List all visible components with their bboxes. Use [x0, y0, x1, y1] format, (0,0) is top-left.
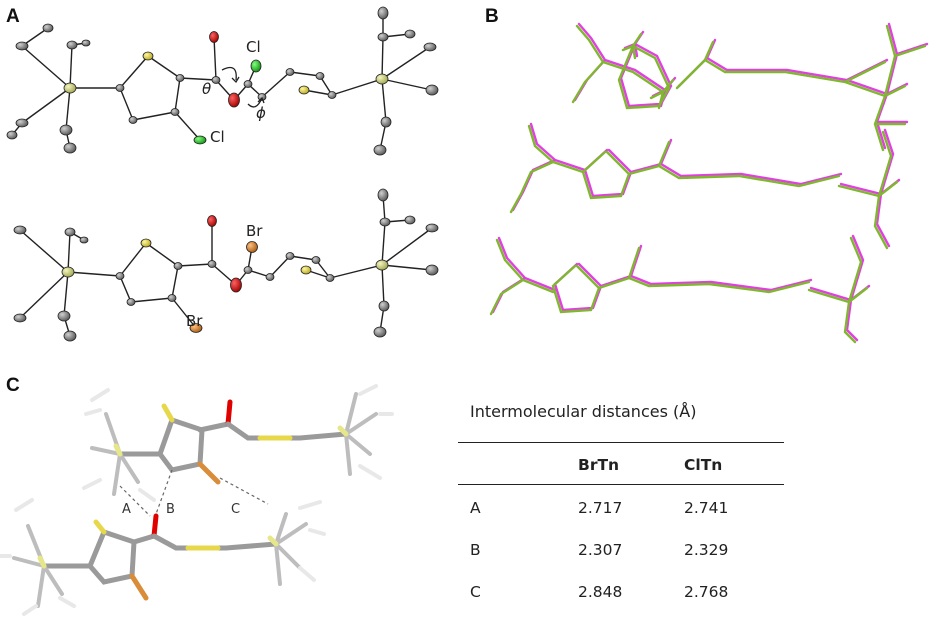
table-title: Intermolecular distances (Å) [470, 402, 697, 421]
molecule-br-bonds [19, 194, 433, 337]
table-row-b-cltn: 2.329 [684, 541, 729, 559]
cl-label-top: Cl [246, 38, 261, 56]
table-row-a-label: A [470, 499, 481, 517]
panel-a-molecules: θ ϕ Cl Cl [6, 6, 439, 342]
molecule-br-atoms [13, 188, 439, 342]
distance-label-a: A [122, 502, 131, 517]
panel-c-packing: A B C [0, 384, 394, 616]
distance-lines [119, 469, 269, 517]
panel-label-b: B [485, 6, 499, 27]
cl-label-bottom: Cl [210, 128, 225, 146]
molecule-cl-atoms [6, 6, 439, 156]
overlay-green [489, 24, 927, 344]
br-label-bottom: Br [186, 312, 203, 330]
table-header-brtn: BrTn [578, 456, 620, 474]
table-row-c-brtn: 2.848 [578, 583, 623, 601]
table-top-rule [458, 442, 784, 443]
top-molecule [82, 384, 394, 502]
table-row-c-label: C [470, 583, 481, 601]
table-header-rule [458, 484, 784, 485]
torsion-arrows [221, 66, 265, 108]
table-row-a-cltn: 2.741 [684, 499, 729, 517]
table-row-c-cltn: 2.768 [684, 583, 729, 601]
distance-label-b: B [166, 502, 175, 517]
theta-label: θ [202, 80, 211, 98]
br-label-top: Br [246, 222, 263, 240]
phi-label: ϕ [256, 104, 266, 122]
table-header-cltn: ClTn [684, 456, 723, 474]
table-row-b-label: B [470, 541, 481, 559]
bottom-molecule [0, 498, 326, 616]
panel-label-a: A [6, 6, 20, 27]
panel-b-overlay [489, 22, 929, 344]
table-row-b-brtn: 2.307 [578, 541, 623, 559]
distance-label-c: C [231, 502, 240, 517]
panel-label-c: C [6, 375, 20, 396]
table-row-a-brtn: 2.717 [578, 499, 623, 517]
